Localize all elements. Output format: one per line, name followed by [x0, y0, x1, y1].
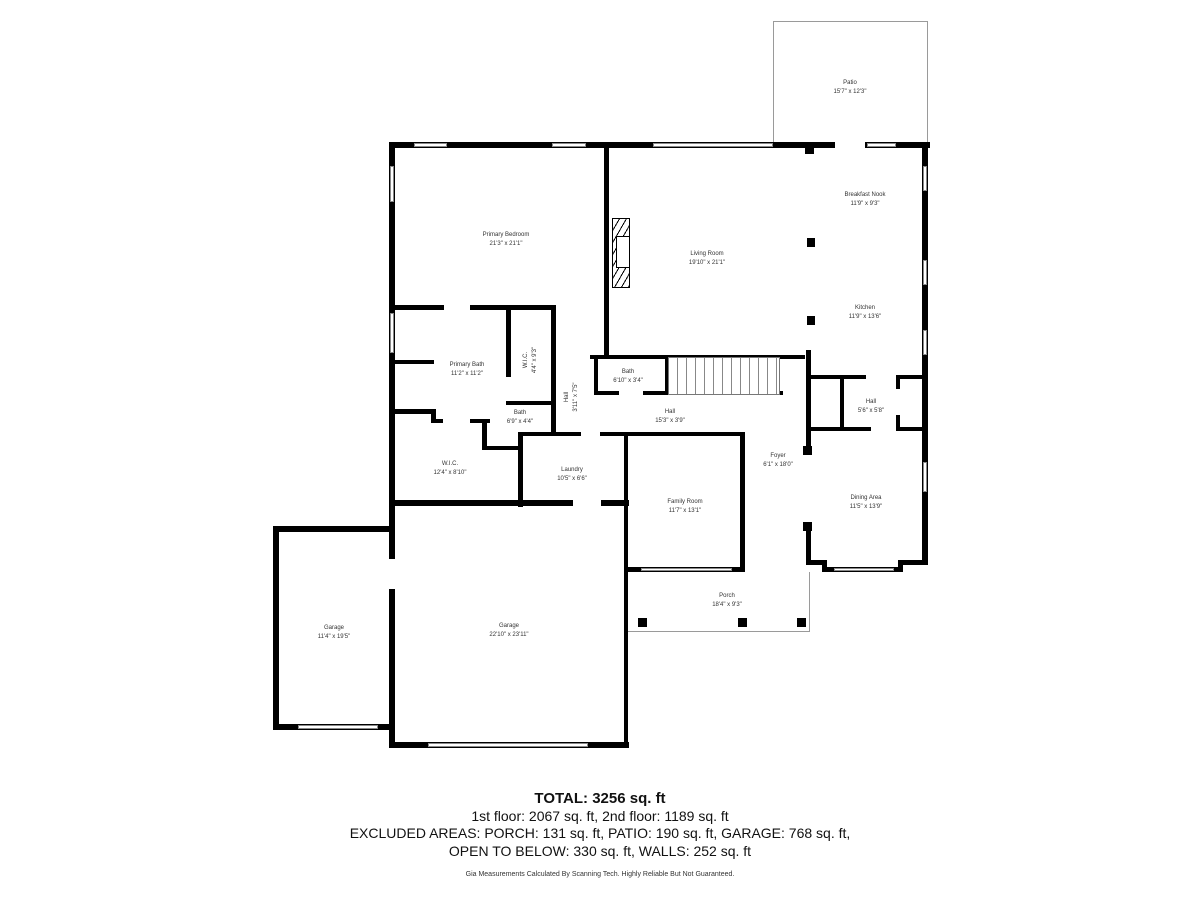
wall — [389, 500, 395, 748]
window — [414, 143, 447, 147]
wall — [604, 142, 609, 357]
fireplace-hearth — [616, 236, 630, 268]
wall — [518, 432, 581, 436]
wall — [806, 530, 811, 565]
door-opening — [389, 559, 395, 589]
window — [390, 313, 394, 353]
wall — [431, 409, 436, 423]
wall — [506, 401, 555, 405]
window — [390, 166, 394, 202]
wall — [806, 375, 866, 379]
door-opening — [444, 305, 470, 310]
window — [923, 330, 927, 355]
wall — [431, 419, 443, 423]
wall — [482, 446, 520, 450]
garage-door — [428, 743, 588, 747]
porch-outline-bottom — [628, 631, 810, 632]
room-label-wic-small: W.I.C.4'4" x 9'3" — [523, 346, 538, 374]
column — [807, 316, 815, 325]
wall — [806, 427, 871, 431]
wall — [389, 500, 629, 506]
wall — [922, 430, 928, 565]
porch-column — [738, 618, 747, 627]
wall — [922, 142, 928, 432]
garage-door — [298, 725, 378, 729]
wall — [551, 305, 556, 435]
wall — [389, 409, 434, 414]
wall — [665, 355, 669, 395]
wall — [898, 560, 903, 572]
wall — [518, 432, 523, 507]
total-area: TOTAL: 3256 sq. ft — [534, 790, 666, 807]
floor-areas: 1st floor: 2067 sq. ft, 2nd floor: 1189 … — [471, 808, 729, 824]
wall — [896, 375, 900, 389]
window — [923, 260, 927, 285]
wall — [389, 305, 555, 310]
disclaimer: Gia Measurements Calculated By Scanning … — [465, 871, 735, 878]
window — [867, 143, 896, 147]
wall — [594, 391, 619, 395]
door-opening — [573, 500, 601, 506]
wall — [389, 360, 434, 364]
wall — [482, 419, 487, 449]
column — [805, 145, 814, 154]
column — [807, 238, 815, 247]
window — [923, 166, 927, 191]
other-areas: OPEN TO BELOW: 330 sq. ft, WALLS: 252 sq… — [448, 843, 752, 859]
wall — [806, 350, 811, 450]
wall — [896, 415, 900, 429]
wall — [506, 305, 511, 377]
column — [803, 446, 812, 455]
patio-outline-top — [773, 21, 928, 22]
porch-column — [638, 618, 647, 627]
staircase — [668, 357, 780, 395]
patio-outline-right — [927, 21, 928, 143]
door-opening — [835, 142, 865, 148]
porch-outline-right — [809, 572, 810, 632]
wall — [273, 526, 279, 730]
window — [552, 143, 586, 147]
excluded-areas: EXCLUDED AREAS: PORCH: 131 sq. ft, PATIO… — [349, 825, 851, 841]
wall — [594, 355, 598, 395]
room-label-wic-large: W.I.C.12'4" x 8'10" — [433, 461, 467, 476]
window — [923, 462, 927, 492]
wall — [898, 560, 928, 565]
column — [803, 522, 812, 531]
wall — [740, 432, 745, 572]
wall — [624, 432, 628, 748]
wall — [822, 560, 827, 572]
window — [641, 568, 732, 571]
wall — [273, 526, 393, 532]
wall — [840, 375, 844, 430]
wall — [600, 432, 740, 436]
porch-column — [797, 618, 806, 627]
wall — [470, 419, 490, 423]
wall — [806, 560, 826, 565]
wall — [896, 427, 928, 431]
wall — [896, 375, 926, 379]
patio-outline-left — [773, 21, 774, 143]
window — [834, 568, 894, 571]
window — [653, 143, 773, 147]
